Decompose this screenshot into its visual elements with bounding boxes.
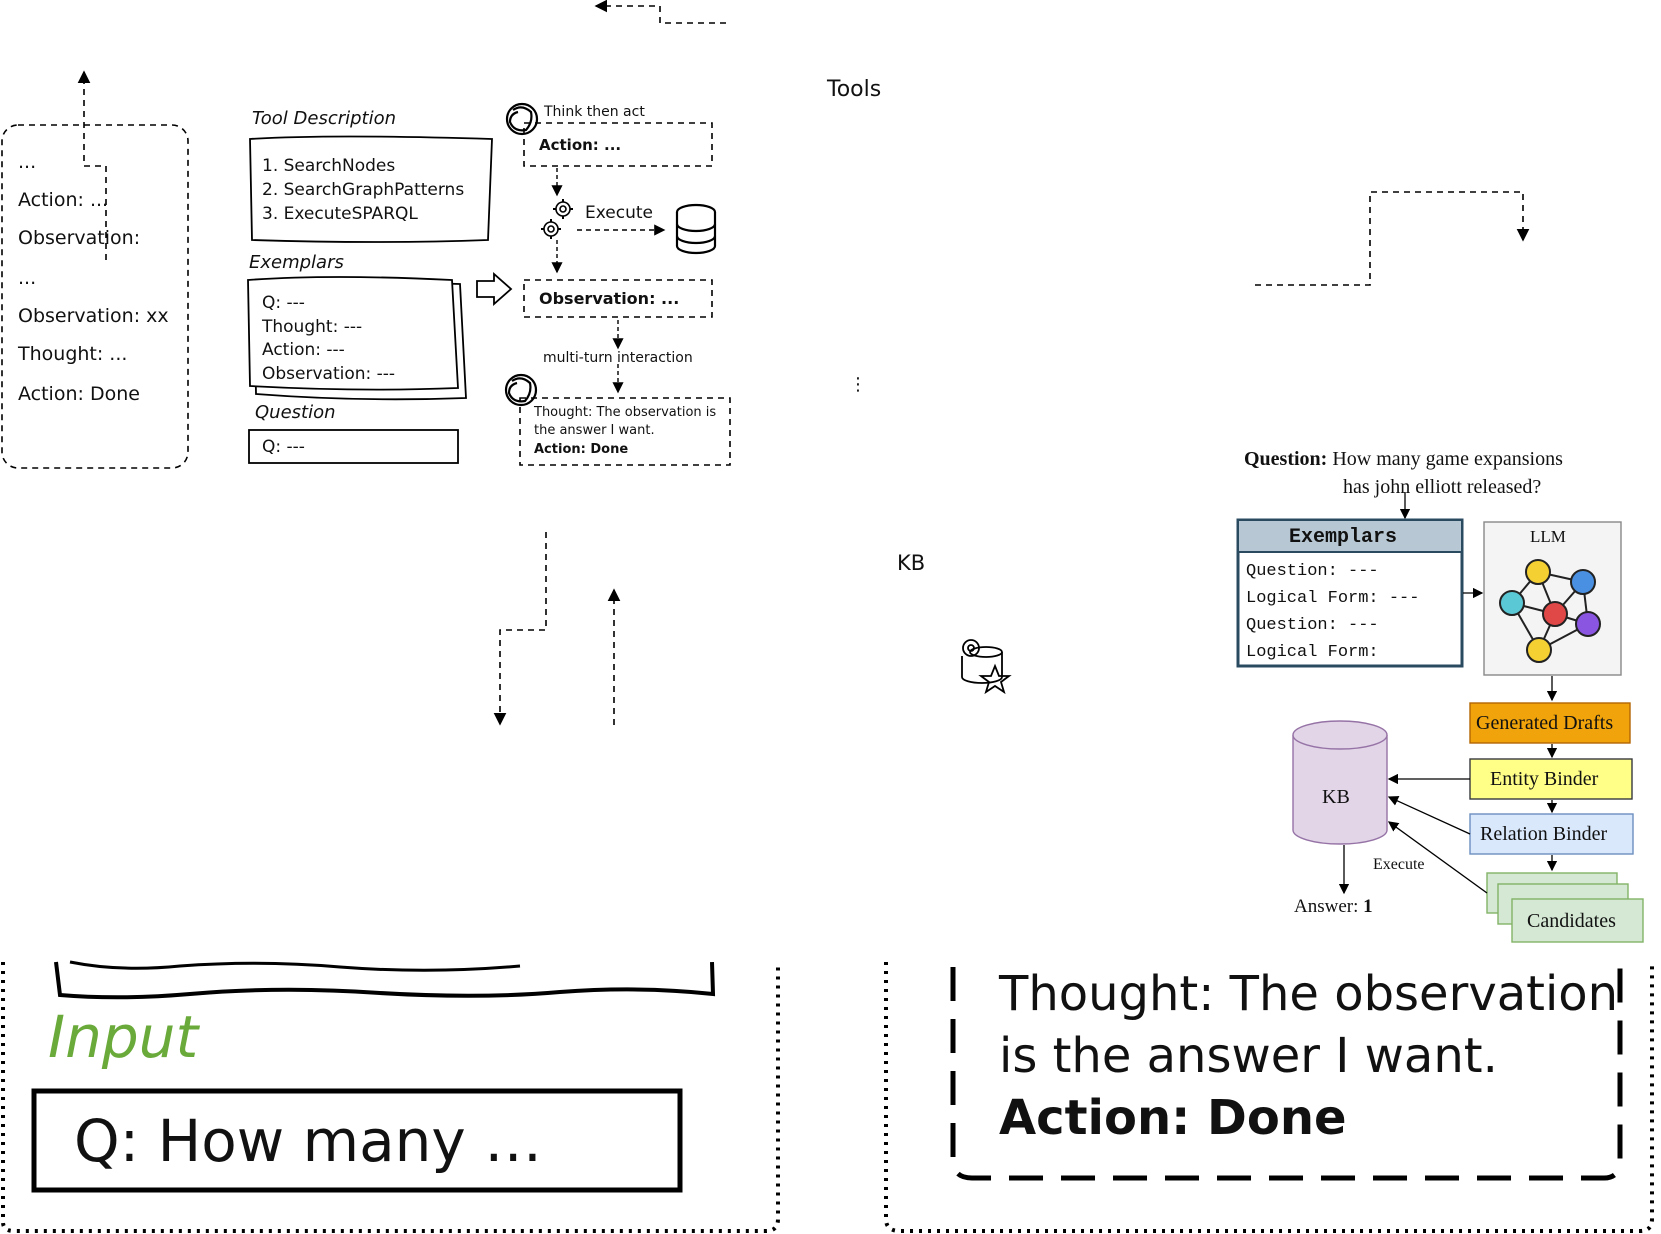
- gear-icon: [543, 201, 571, 237]
- tools-label: Tools: [827, 77, 882, 102]
- answer-text: Answer: 1: [1294, 896, 1373, 918]
- execute-label: Execute: [585, 203, 653, 223]
- observation-box: [523, 279, 713, 318]
- question-heading: Question: [255, 402, 336, 423]
- bottom-left-panel: [1, 962, 780, 1233]
- kb-cylinder: [1292, 720, 1388, 845]
- relation-to-kb-arrow: [1387, 796, 1471, 835]
- right-dashed-connector: [1255, 191, 1530, 286]
- trace-box: [1, 124, 189, 469]
- llm-network-icon: [1499, 559, 1601, 663]
- input-question-box: [31, 1088, 683, 1193]
- observation-box-text: Observation: ...: [539, 289, 680, 308]
- trace-line: Thought: ...: [18, 343, 128, 365]
- pipeline-exemplar-line: Question: ---: [1246, 616, 1379, 635]
- pipeline-exemplar-list: Question: --- Logical Form: --- Question…: [1246, 558, 1419, 666]
- bottom-right-panel: [884, 962, 1654, 1233]
- pipeline-exemplar-line: Logical Form:: [1246, 643, 1379, 662]
- entity-binder-label: Entity Binder: [1490, 768, 1599, 790]
- tool-description-box: [249, 135, 493, 243]
- trace-line: ...: [18, 151, 37, 173]
- pipeline-question-text-2: has john elliott released?: [1343, 476, 1542, 498]
- hollow-right-arrow: [476, 272, 513, 306]
- thought-line-1: Thought: The observation: [999, 966, 1619, 1022]
- llm-logo-icon-2: [504, 373, 538, 407]
- wavy-scroll-edge: [54, 961, 716, 1000]
- exemplar-line: Observation: ---: [262, 363, 396, 384]
- trace-line: ...: [18, 267, 37, 289]
- trace-line: Action: Done: [18, 383, 140, 405]
- trace-lines: ... Action: ... Observation: ... Observa…: [18, 150, 169, 420]
- input-heading: Input: [48, 1003, 199, 1071]
- tool-item: 3. ExecuteSPARQL: [262, 204, 418, 224]
- pipeline-execute-label: Execute: [1373, 856, 1425, 873]
- database-icon: [675, 203, 717, 255]
- final-thought-text: Thought: The observation is the answer I…: [534, 405, 717, 438]
- candidates-label: Candidates: [1527, 910, 1616, 932]
- generated-drafts-box: [1469, 702, 1631, 744]
- pipeline-exemplar-line: Logical Form: ---: [1246, 589, 1420, 608]
- tool-list: 1. SearchNodes 2. SearchGraphPatterns 3.…: [262, 154, 464, 226]
- ellipsis-label: ⋮: [849, 374, 867, 395]
- question-text: Q: ---: [262, 437, 305, 457]
- candidates-box: [1511, 898, 1644, 943]
- mid-dashed-connector-down: [493, 532, 547, 726]
- trace-line: Action: ...: [18, 189, 109, 211]
- trace-line: Observation:: [18, 227, 141, 249]
- top-dashed-connector: [594, 0, 726, 24]
- pipeline-exemplars-title: Exemplars: [1289, 526, 1398, 549]
- tool-item: 2. SearchGraphPatterns: [262, 180, 465, 200]
- kb-label: KB: [897, 551, 926, 575]
- exemplar-line: Thought: ---: [262, 316, 363, 337]
- trace-line: Observation: xx: [18, 305, 169, 327]
- relation-binder-box: [1469, 813, 1634, 855]
- thought-line-2: is the answer I want.: [999, 1028, 1498, 1084]
- kb-settings-icon: [961, 639, 1012, 695]
- llm-logo-icon: [505, 102, 539, 136]
- tool-description-heading: Tool Description: [252, 108, 397, 129]
- exemplars-heading: Exemplars: [249, 252, 344, 273]
- action-box-text: Action: ...: [539, 136, 622, 154]
- answer-label: Answer:: [1294, 896, 1359, 917]
- final-action-text: Action: Done: [534, 442, 629, 457]
- pipeline-question-text-1: How many game expansions: [1332, 448, 1563, 470]
- exemplar-list: Q: --- Thought: --- Action: --- Observat…: [262, 292, 395, 386]
- pipeline-exemplar-line: Question: ---: [1246, 562, 1379, 581]
- pipeline-kb-label: KB: [1322, 786, 1350, 808]
- final-thought-box: [519, 397, 731, 466]
- action-box: [523, 122, 713, 167]
- pipeline-question-label: Question:: [1244, 448, 1328, 470]
- multi-turn-label: multi-turn interaction: [543, 350, 693, 366]
- relation-binder-label: Relation Binder: [1480, 823, 1608, 845]
- generated-drafts-label: Generated Drafts: [1476, 712, 1614, 734]
- think-then-act-label: Think then act: [544, 104, 645, 120]
- exemplar-line: Action: ---: [262, 340, 345, 360]
- exemplar-line: Q: ---: [262, 293, 305, 313]
- llm-label: LLM: [1530, 527, 1566, 546]
- answer-value: 1: [1363, 896, 1373, 917]
- tool-item: 1. SearchNodes: [262, 156, 396, 176]
- trace-up-arrow: [77, 70, 107, 260]
- thought-box: [950, 967, 1623, 1181]
- input-question-text: Q: How many …: [74, 1107, 543, 1175]
- exemplars-box-front: [247, 276, 459, 391]
- pipeline-question: Question: How many game expansions: [1244, 448, 1563, 471]
- thought-action-line: Action: Done: [999, 1090, 1347, 1146]
- candidates-to-kb-arrow: [1387, 821, 1488, 894]
- question-box: [248, 429, 459, 464]
